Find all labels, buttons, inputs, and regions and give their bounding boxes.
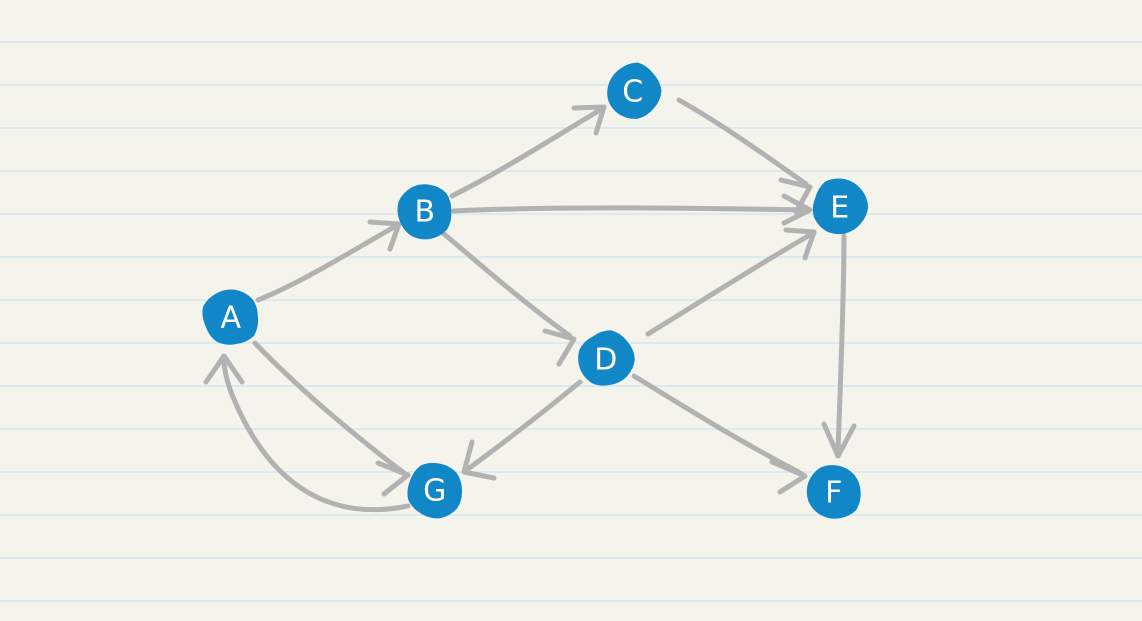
- graph-node-e[interactable]: E: [812, 178, 869, 235]
- edge-b-e[interactable]: [450, 193, 813, 226]
- graph-node-c[interactable]: C: [607, 62, 662, 119]
- node-circle-c: [607, 62, 662, 119]
- node-label-e: E: [830, 191, 849, 226]
- edge-b-d[interactable]: [441, 231, 577, 367]
- edge-d-f[interactable]: [631, 373, 808, 495]
- graph-node-g[interactable]: G: [407, 462, 463, 519]
- node-circle-f: [806, 465, 861, 519]
- edge-d-g[interactable]: [461, 379, 583, 481]
- edge-c-e[interactable]: [676, 97, 813, 215]
- edge-d-e[interactable]: [645, 227, 817, 337]
- node-label-g: G: [423, 474, 447, 509]
- graph-node-b[interactable]: B: [397, 184, 452, 240]
- node-circle-b: [397, 184, 452, 240]
- graph-node-d[interactable]: D: [578, 330, 635, 386]
- node-circle-d: [578, 330, 635, 386]
- graph-node-a[interactable]: A: [202, 289, 259, 345]
- node-label-b: B: [414, 195, 435, 230]
- node-label-f: F: [825, 476, 843, 511]
- edge-e-f[interactable]: [821, 233, 857, 459]
- node-label-c: C: [622, 75, 643, 110]
- edge-layer: [203, 97, 857, 513]
- node-label-d: D: [594, 343, 618, 378]
- edge-a-g[interactable]: [252, 340, 411, 497]
- edge-a-b[interactable]: [255, 219, 402, 303]
- node-label-a: A: [220, 301, 241, 336]
- node-layer: A B C D E F G: [202, 62, 869, 519]
- node-circle-a: [202, 289, 259, 345]
- graph-node-f[interactable]: F: [806, 465, 861, 519]
- node-circle-e: [812, 178, 869, 235]
- edge-b-c[interactable]: [449, 104, 607, 199]
- node-circle-g: [407, 462, 463, 519]
- edge-g-a[interactable]: [203, 353, 411, 513]
